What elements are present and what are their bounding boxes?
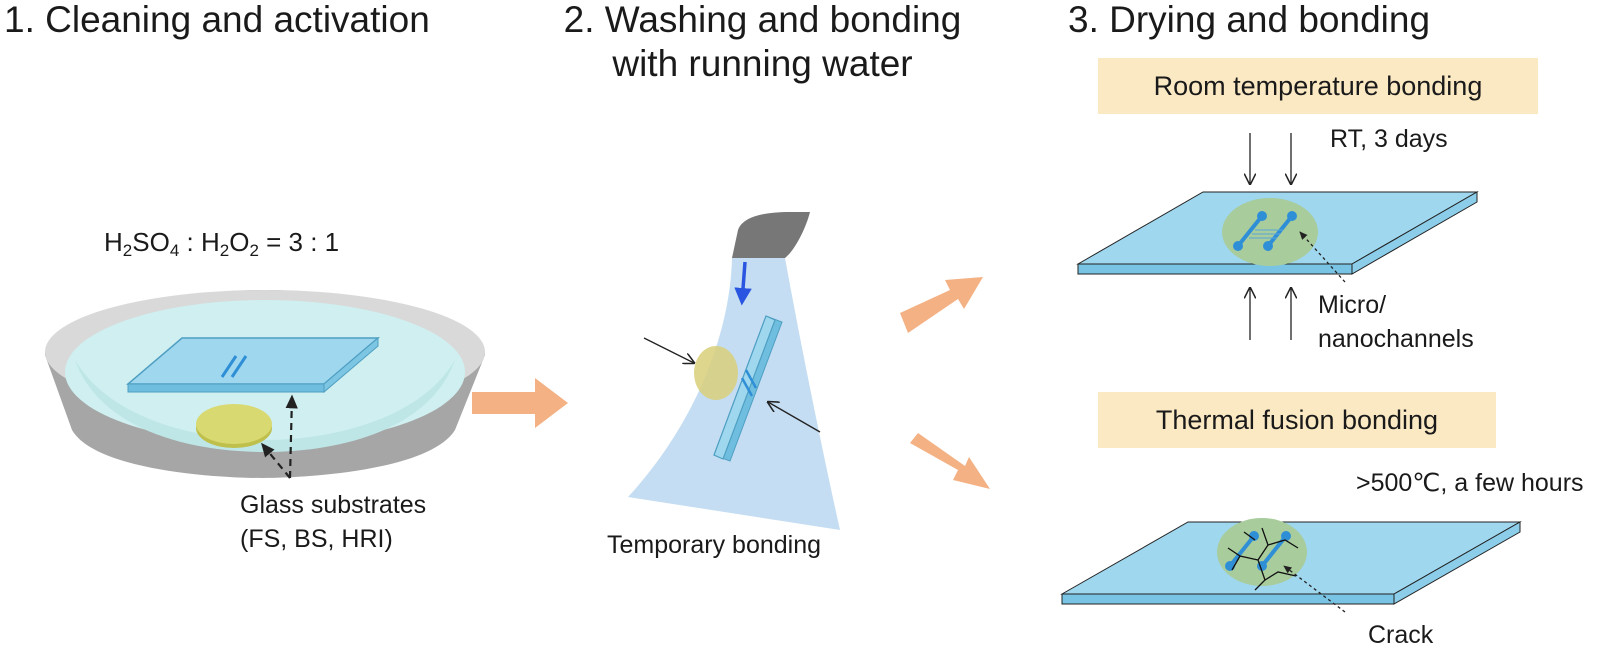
channels-pointer: [1299, 231, 1346, 283]
bonded-disc-rt: [1222, 198, 1318, 266]
formula-acid-h: H: [104, 227, 123, 257]
crack-pointer: [1283, 565, 1346, 613]
glass-slide-in-dish: [125, 336, 381, 394]
thermal-fusion-bonding-box: Thermal fusion bonding: [1098, 392, 1496, 448]
formula-acid-sub2: 4: [169, 241, 180, 260]
formula-perox-h: H: [200, 227, 220, 257]
substrate-pointer-arrows: [261, 394, 298, 479]
step2-title-line1: 2. Washing and bonding: [563, 0, 962, 40]
substrates-label-line1: Glass substrates: [240, 491, 427, 519]
step3-title: 3. Drying and bonding: [1068, 0, 1431, 40]
formula-perox-o: O: [229, 227, 250, 257]
formula-acid-sub1: 2: [122, 241, 133, 260]
channels-label-line2: nanochannels: [1318, 325, 1474, 353]
faucet: [732, 212, 810, 258]
press-arrows-rt: [1250, 133, 1291, 340]
crack-label: Crack: [1368, 621, 1434, 649]
formula-acid-so: SO: [132, 227, 170, 257]
petri-dish: [45, 290, 485, 478]
crack-lines: [1227, 527, 1299, 591]
formula-ratio: = 3 : 1: [258, 227, 340, 257]
rt-condition: RT, 3 days: [1330, 125, 1448, 153]
press-arrows-step2: [643, 337, 821, 433]
process-arrow-2-down: [910, 433, 990, 489]
formula-perox-sub2: 2: [249, 241, 259, 260]
glass-slide-in-water: [713, 315, 783, 462]
substrates-label-line2: (FS, BS, HRI): [240, 525, 393, 553]
thermal-condition: >500℃, a few hours: [1356, 469, 1584, 497]
channels-label-line1: Micro/: [1318, 291, 1387, 319]
room-temperature-bonding-box: Room temperature bonding: [1098, 58, 1538, 114]
step1-title: 1. Cleaning and activation: [4, 0, 430, 40]
formula-separator: :: [179, 227, 201, 257]
water-flow-arrow: [734, 261, 752, 306]
step2-title-line2: with running water: [612, 43, 913, 84]
process-arrow-2-up: [900, 277, 983, 333]
temporary-bonding-caption: Temporary bonding: [607, 531, 822, 559]
process-arrow-1: [472, 378, 568, 428]
running-water: [628, 258, 840, 530]
formula-perox-sub1: 2: [219, 241, 230, 260]
acid-ratio-formula: H2SO4 : H2O2 = 3 : 1: [104, 227, 340, 260]
glass-disc-in-dish: [196, 404, 272, 448]
glass-disc-in-water: [694, 346, 738, 400]
